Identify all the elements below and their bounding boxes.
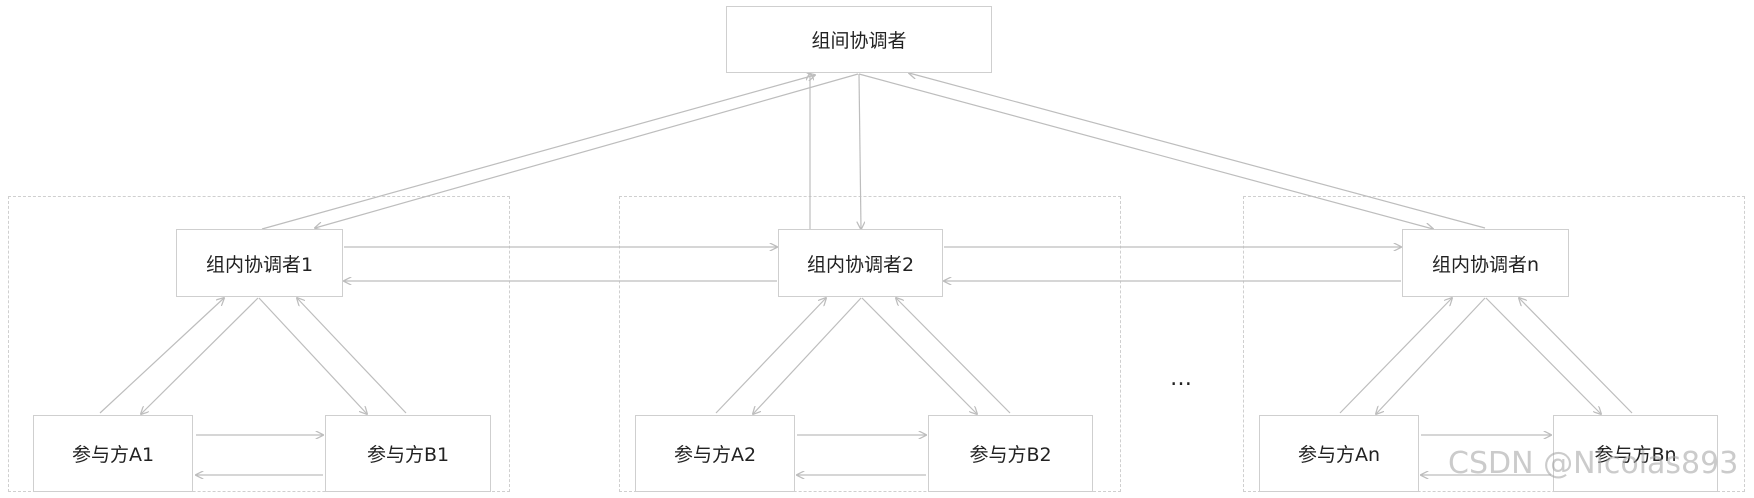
edge-c1-to-b1 bbox=[258, 297, 367, 414]
node-coordinator-n: 组内协调者n bbox=[1402, 229, 1569, 297]
edge-b2-to-c2 bbox=[896, 298, 1011, 414]
edge-top-to-c2 bbox=[859, 73, 861, 229]
node-label: 参与方A2 bbox=[673, 444, 757, 466]
edge-c1-to-a1 bbox=[141, 297, 259, 414]
node-label: 组内协调者2 bbox=[806, 253, 915, 276]
node-participant-b1: 参与方B1 bbox=[325, 415, 491, 492]
group-n bbox=[1243, 196, 1745, 492]
edge-cn-to-top bbox=[909, 73, 1486, 229]
node-label: 组内协调者1 bbox=[205, 253, 314, 276]
node-label: 参与方A1 bbox=[71, 444, 155, 466]
node-label: 组间协调者 bbox=[811, 30, 907, 52]
edges bbox=[99, 73, 1633, 475]
edge-c2-to-b2 bbox=[861, 297, 977, 414]
node-label: 参与方Bn bbox=[1594, 444, 1677, 466]
group-2 bbox=[619, 196, 1121, 492]
watermark: CSDN @Nicolas893 bbox=[1448, 446, 1739, 481]
group-1 bbox=[8, 196, 510, 492]
edge-top-to-cn bbox=[858, 73, 1433, 229]
node-label: 组内协调者n bbox=[1431, 253, 1540, 276]
node-participant-a2: 参与方A2 bbox=[635, 415, 795, 492]
edge-cn-to-bn bbox=[1485, 297, 1601, 414]
edge-c2-to-a2 bbox=[753, 297, 862, 414]
edge-cn-to-an bbox=[1376, 297, 1486, 414]
edge-top-to-c1 bbox=[315, 73, 859, 228]
edge-c1-to-top bbox=[261, 75, 815, 230]
edge-a1-to-c1 bbox=[99, 298, 224, 414]
node-participant-an: 参与方An bbox=[1259, 415, 1419, 492]
edge-b1-to-c1 bbox=[297, 298, 407, 414]
node-label: 参与方An bbox=[1297, 444, 1381, 466]
node-participant-bn: 参与方Bn bbox=[1553, 415, 1718, 492]
node-coordinator-2: 组内协调者2 bbox=[778, 229, 943, 297]
node-top-coordinator: 组间协调者 bbox=[726, 6, 992, 73]
ellipsis: … bbox=[1170, 366, 1193, 391]
node-label: 参与方B1 bbox=[366, 444, 450, 466]
node-participant-a1: 参与方A1 bbox=[33, 415, 193, 492]
node-participant-b2: 参与方B2 bbox=[928, 415, 1093, 492]
edge-a2-to-c2 bbox=[715, 298, 826, 414]
node-coordinator-1: 组内协调者1 bbox=[176, 229, 343, 297]
edge-bn-to-cn bbox=[1519, 298, 1633, 414]
edge-an-to-cn bbox=[1339, 298, 1452, 414]
node-label: 参与方B2 bbox=[969, 444, 1052, 466]
